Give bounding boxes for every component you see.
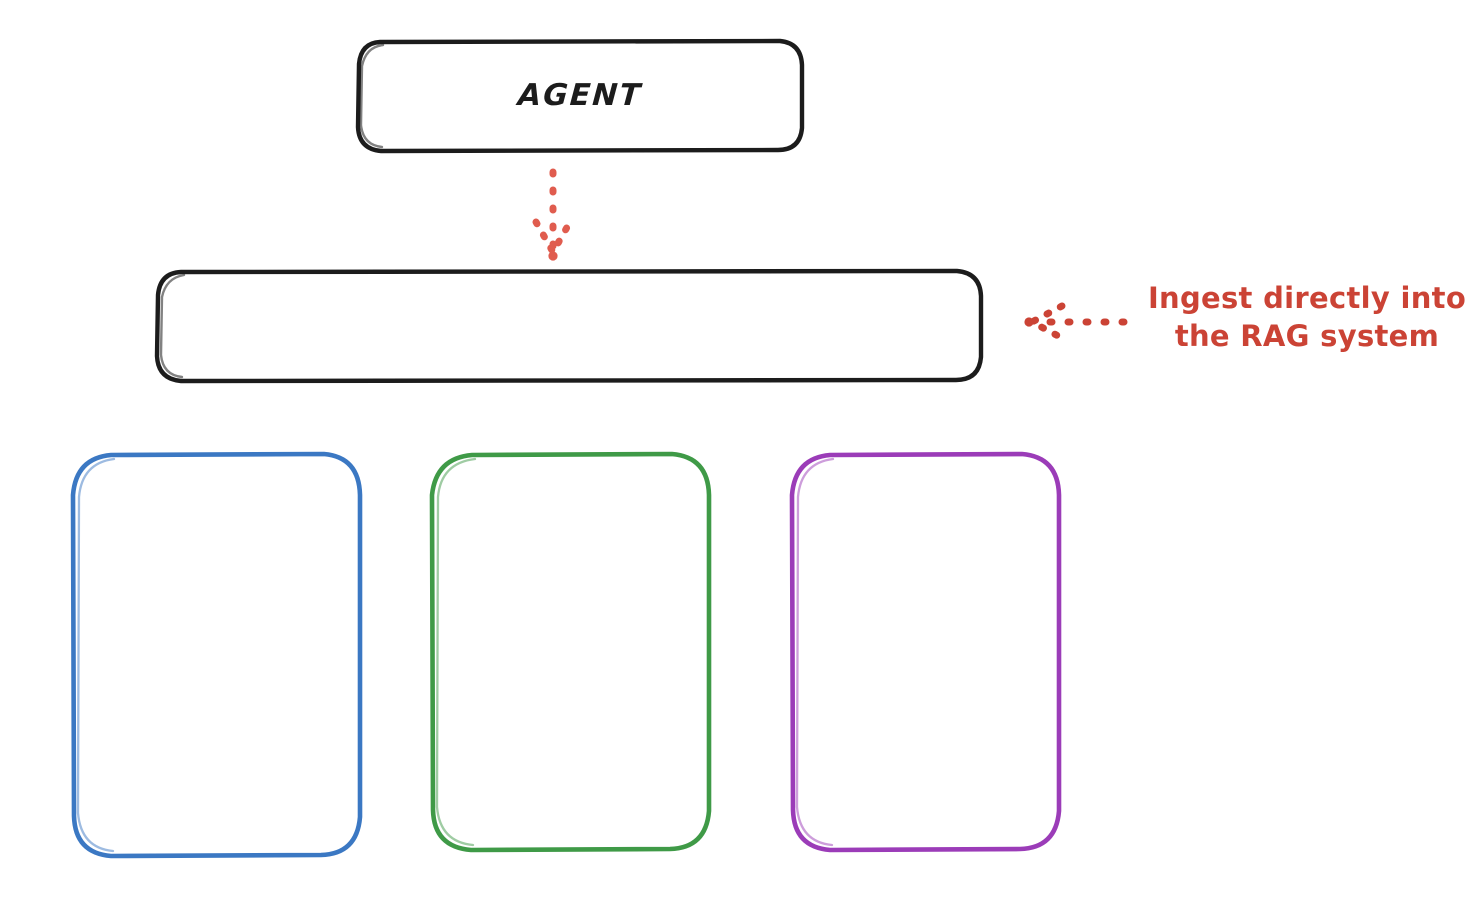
key-value-io-label: KeyValueIO (set_key, delete_key, get) Key…: [446, 568, 696, 736]
rag-tool-label: RAG Tool: [492, 308, 646, 343]
connector-agent-to-rag-tool: [532, 168, 574, 261]
node-relational-io[interactable]: RelationalIO (insert_sql, query_sql) SQLT…: [788, 451, 1063, 853]
annotation-ingest-text: Ingest directly into the RAG system: [1147, 281, 1467, 354]
node-rag-tool[interactable]: RAG Tool: [154, 268, 984, 384]
node-key-value-io[interactable]: KeyValueIO (set_key, delete_key, get) Key…: [428, 451, 713, 853]
vector-io-secondary: VectorIndex: [127, 723, 306, 754]
vector-io-label: VectorIO (insert_chunks, delete_chunks, …: [97, 554, 336, 757]
key-value-io-secondary: KeyValueIndex: [460, 703, 681, 734]
relational-io-primary: RelationalIO (insert_sql, query_sql): [834, 569, 1017, 669]
relational-io-label: RelationalIO (insert_sql, query_sql) SQLT…: [828, 568, 1022, 736]
vector-io-spacer: [103, 692, 330, 722]
connector-ingest-to-rag-tool: [1024, 302, 1128, 342]
node-agent[interactable]: AGENT: [355, 38, 805, 154]
key-value-io-primary: KeyValueIO (set_key, delete_key, get): [451, 569, 690, 669]
node-vector-io[interactable]: VectorIO (insert_chunks, delete_chunks, …: [69, 451, 364, 859]
key-value-io-spacer: [452, 672, 690, 702]
agent-label: AGENT: [516, 77, 644, 113]
vector-io-primary: VectorIO (insert_chunks, delete_chunks, …: [102, 555, 331, 690]
relational-io-spacer: [834, 672, 1016, 702]
relational-io-secondary: SQLTable: [859, 703, 992, 734]
